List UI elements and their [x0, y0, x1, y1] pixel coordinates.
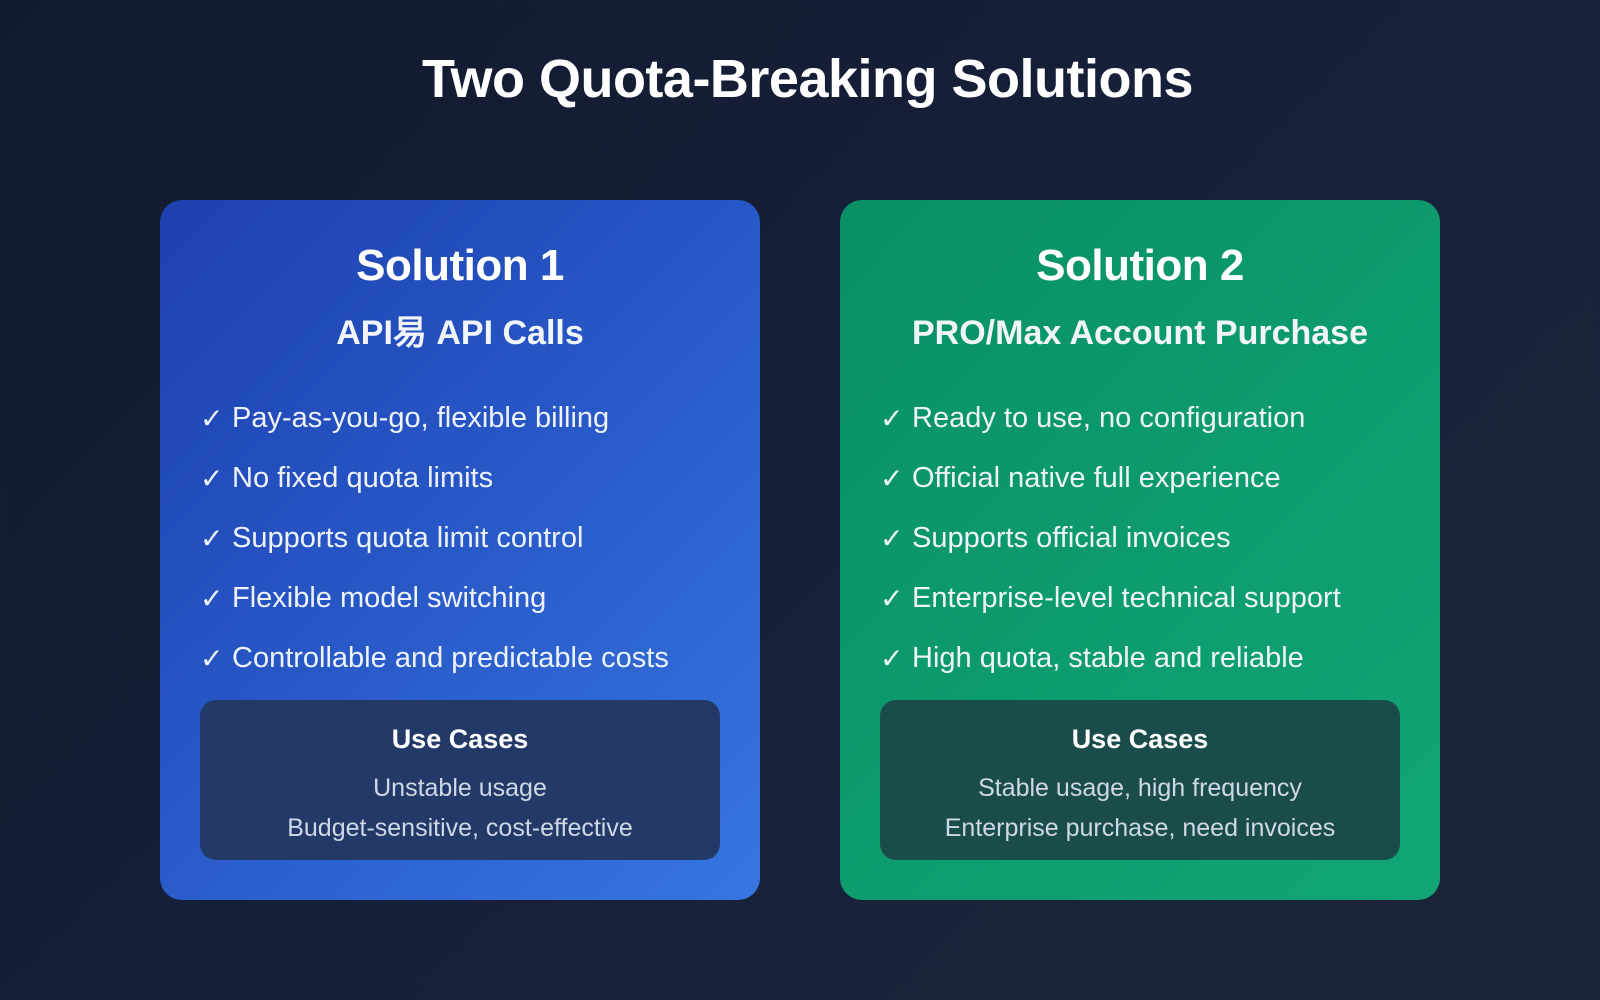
solution-2-title: Solution 2: [1036, 241, 1244, 290]
solution-2-subtitle: PRO/Max Account Purchase: [912, 314, 1368, 352]
feature-item: ✓ Supports official invoices: [880, 508, 1400, 568]
check-icon: ✓: [880, 582, 904, 614]
feature-label: Enterprise-level technical support: [912, 581, 1341, 614]
solution-1-feature-list: ✓ Pay-as-you-go, flexible billing ✓ No f…: [200, 388, 720, 688]
feature-item: ✓ Ready to use, no configuration: [880, 388, 1400, 448]
solution-2-feature-list: ✓ Ready to use, no configuration ✓ Offic…: [880, 388, 1400, 688]
check-icon: ✓: [200, 522, 224, 554]
use-case-line: Unstable usage: [373, 774, 547, 802]
feature-item: ✓ Pay-as-you-go, flexible billing: [200, 388, 720, 448]
feature-item: ✓ High quota, stable and reliable: [880, 628, 1400, 688]
feature-label: Flexible model switching: [232, 581, 547, 614]
feature-label: Official native full experience: [912, 461, 1281, 494]
solution-2-use-cases: Use Cases Stable usage, high frequency E…: [880, 700, 1400, 860]
check-icon: ✓: [880, 402, 904, 434]
feature-label: Ready to use, no configuration: [912, 401, 1306, 434]
feature-label: No fixed quota limits: [232, 461, 494, 494]
solution-1-card: Solution 1 API易 API Calls ✓ Pay-as-you-g…: [160, 200, 760, 900]
use-cases-title: Use Cases: [1071, 724, 1209, 754]
feature-label: Supports quota limit control: [232, 521, 584, 554]
solution-1-use-cases: Use Cases Unstable usage Budget-sensitiv…: [200, 700, 720, 860]
solution-1-subtitle: API易 API Calls: [336, 314, 584, 352]
check-icon: ✓: [880, 462, 904, 494]
feature-label: Supports official invoices: [912, 521, 1231, 554]
use-cases-title: Use Cases: [391, 724, 529, 754]
check-icon: ✓: [200, 402, 224, 434]
use-case-line: Enterprise purchase, need invoices: [944, 814, 1336, 842]
solution-2-card: Solution 2 PRO/Max Account Purchase ✓ Re…: [840, 200, 1440, 900]
check-icon: ✓: [200, 642, 224, 674]
page-title: Two Quota-Breaking Solutions: [421, 49, 1194, 109]
feature-item: ✓ No fixed quota limits: [200, 448, 720, 508]
check-icon: ✓: [880, 642, 904, 674]
feature-item: ✓ Flexible model switching: [200, 568, 720, 628]
feature-item: ✓ Supports quota limit control: [200, 508, 720, 568]
feature-item: ✓ Controllable and predictable costs: [200, 628, 720, 688]
feature-label: Pay-as-you-go, flexible billing: [232, 401, 610, 434]
check-icon: ✓: [200, 582, 224, 614]
feature-label: High quota, stable and reliable: [912, 641, 1304, 674]
use-case-line: Budget-sensitive, cost-effective: [287, 814, 633, 842]
check-icon: ✓: [880, 522, 904, 554]
use-case-line: Stable usage, high frequency: [978, 774, 1302, 802]
feature-item: ✓ Official native full experience: [880, 448, 1400, 508]
feature-label: Controllable and predictable costs: [232, 641, 669, 674]
feature-item: ✓ Enterprise-level technical support: [880, 568, 1400, 628]
check-icon: ✓: [200, 462, 224, 494]
solution-1-title: Solution 1: [356, 241, 564, 290]
